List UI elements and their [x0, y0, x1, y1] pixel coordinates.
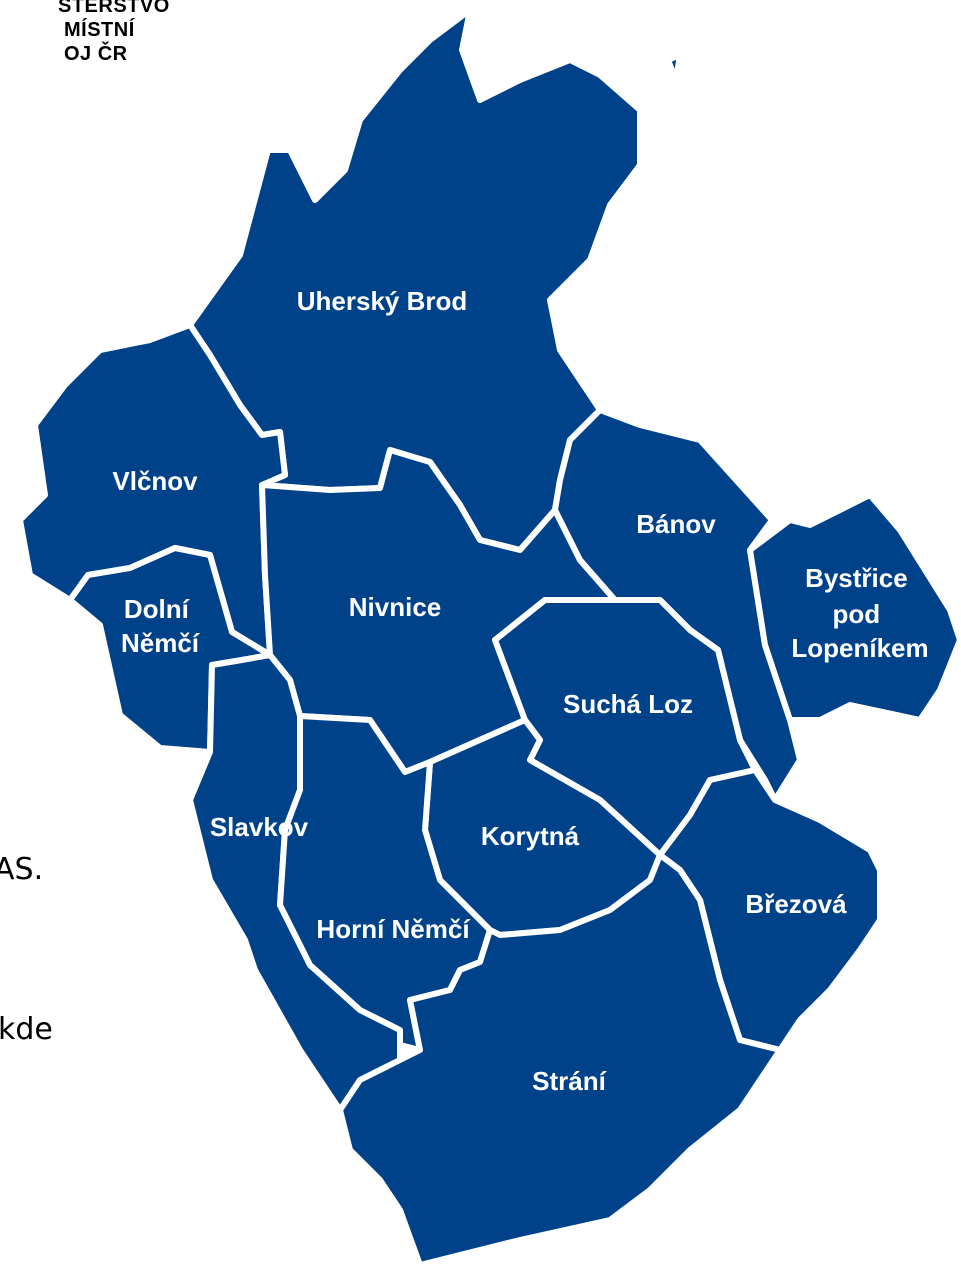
label-strani: Strání	[532, 1066, 606, 1096]
label-korytna: Korytná	[481, 821, 580, 851]
ministry-logo-text: STERSTVO MÍSTNÍ OJ ČR	[0, 0, 170, 66]
label-nivnice: Nivnice	[349, 592, 442, 622]
label-uhersky-brod: Uherský Brod	[297, 286, 468, 316]
region-bystrice-pod-lopenikem[interactable]	[747, 492, 961, 723]
region-uhersky-brod-islet	[665, 52, 683, 83]
region-strani[interactable]	[337, 852, 783, 1265]
background-text-fragment-1: AS.	[0, 852, 44, 887]
label-horni-nemci: Horní Němčí	[316, 914, 470, 944]
label-bystrice-pod-lopenikem: Bystřice pod Lopeníkem	[791, 563, 928, 663]
label-brezova: Březová	[745, 889, 847, 919]
label-slavkov: Slavkov	[210, 812, 309, 842]
label-dolni-nemci: Dolní Němčí	[121, 594, 200, 658]
label-sucha-loz: Suchá Loz	[563, 689, 693, 719]
label-vlcnov: Vlčnov	[112, 466, 198, 496]
label-banov: Bánov	[636, 509, 716, 539]
ministry-line-2: MÍSTNÍ	[64, 19, 135, 41]
background-text-fragment-2: kde	[0, 1012, 53, 1047]
ministry-line-1: STERSTVO	[58, 0, 170, 17]
ministry-line-3: OJ ČR	[64, 43, 128, 65]
region-labels: Uherský Brod Vlčnov Dolní Němčí Nivnice …	[112, 286, 928, 1096]
